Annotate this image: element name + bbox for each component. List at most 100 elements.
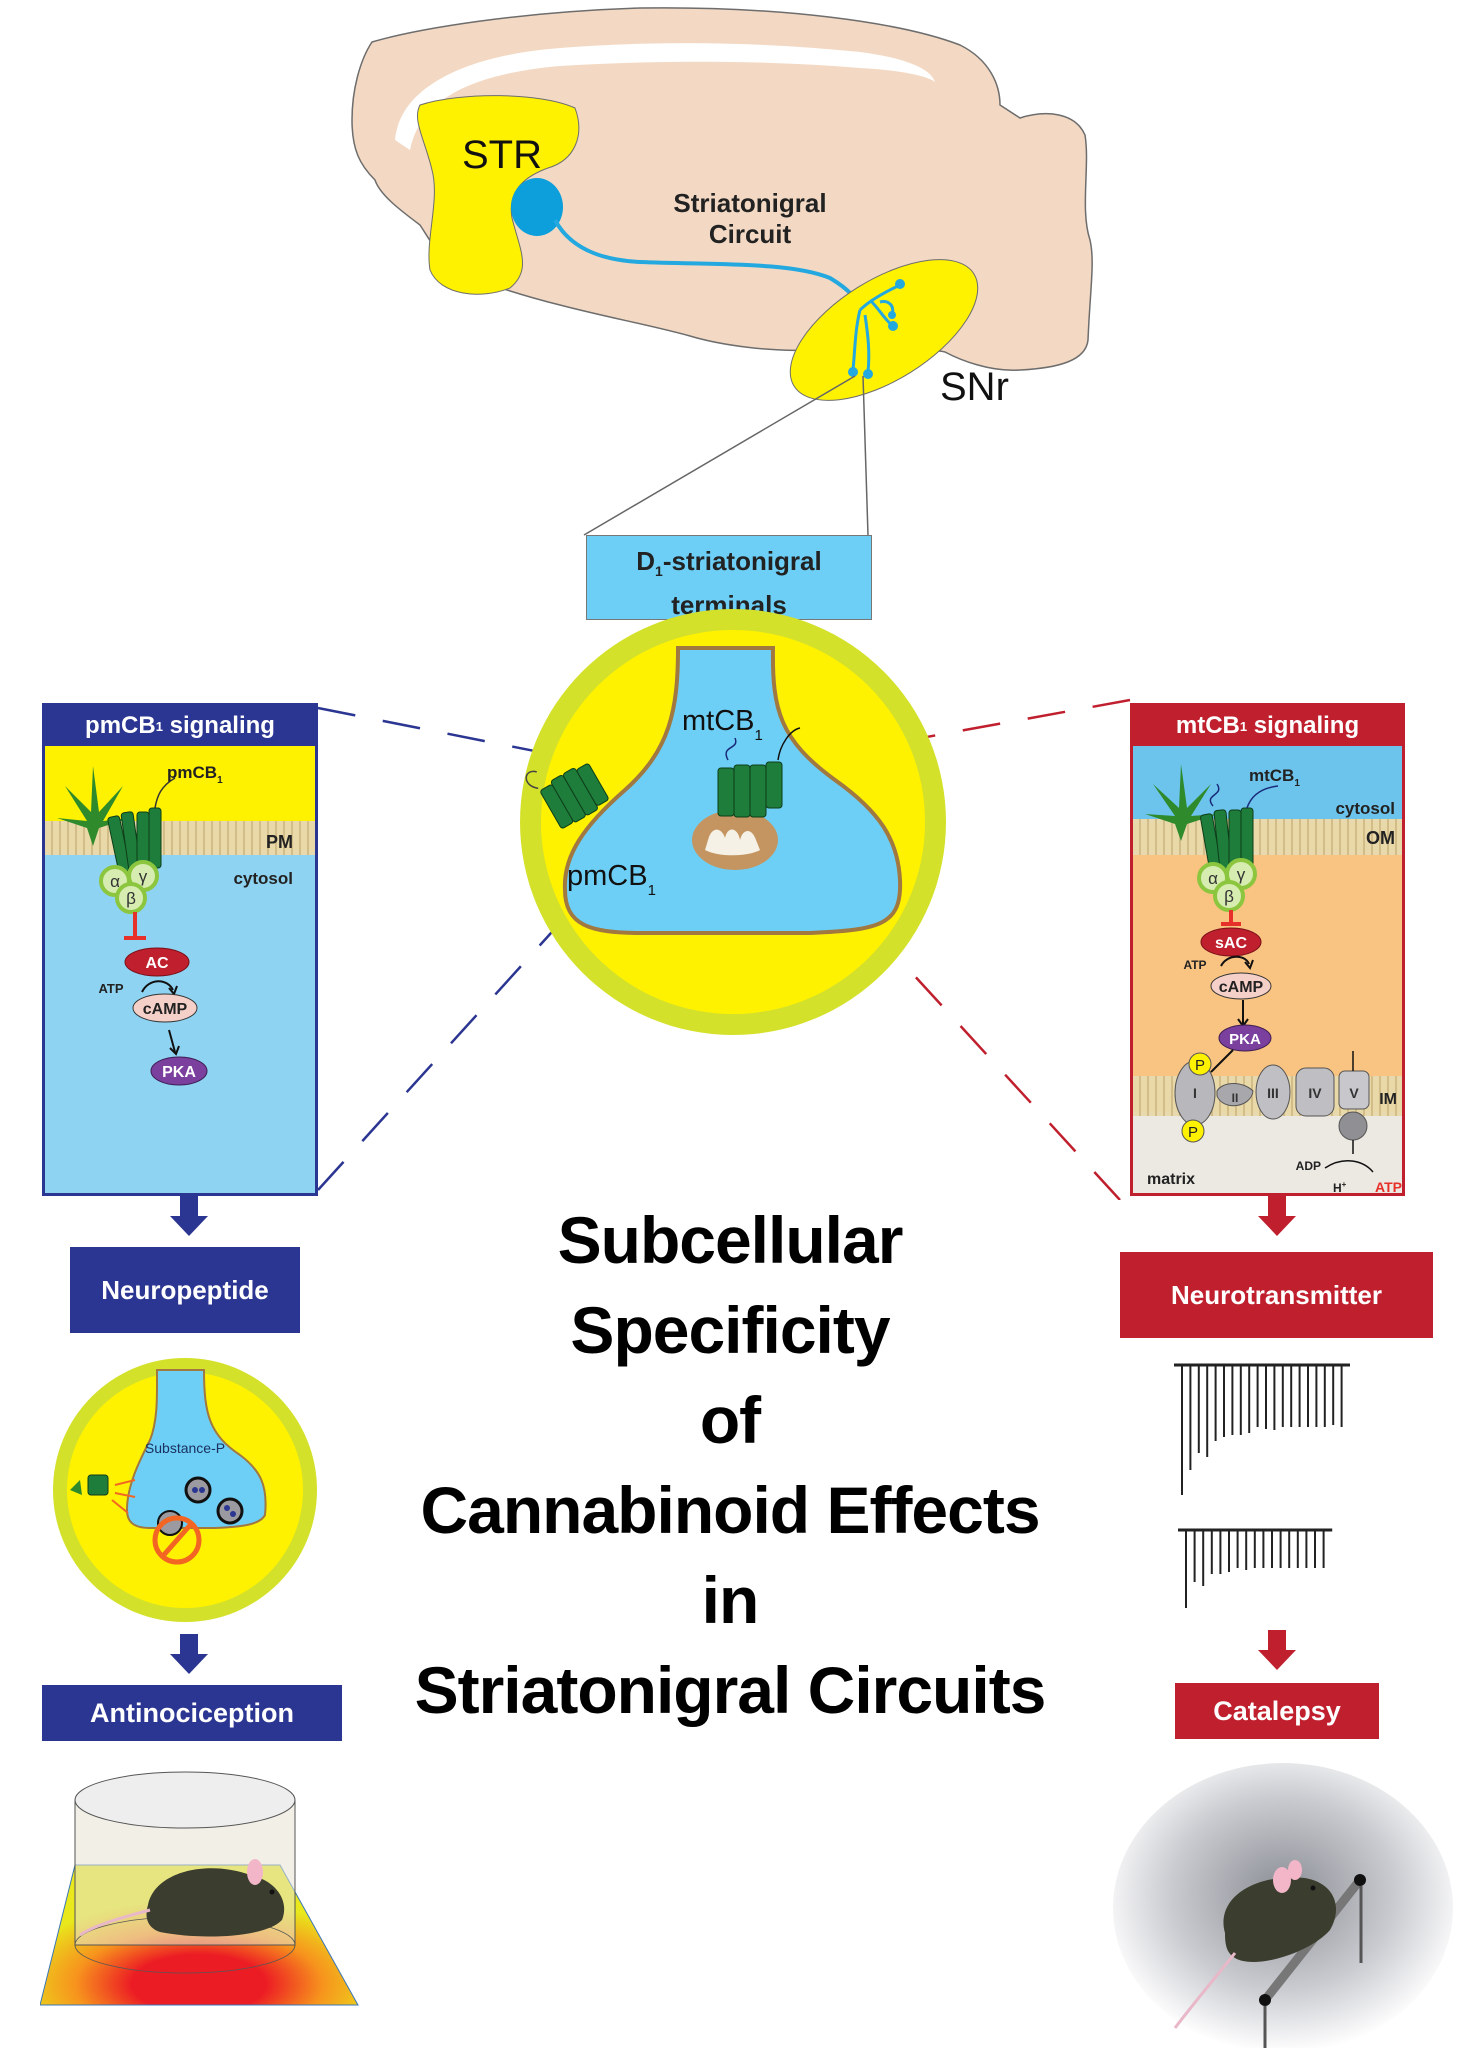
phospho-top (1188, 1052, 1212, 1076)
ac-enzyme (124, 947, 190, 977)
terminal-zoom: mtCB1 pmCB1 (317, 609, 1131, 1200)
atp-output-label: ATP (1375, 1179, 1402, 1195)
complex-v (1338, 1051, 1370, 1154)
striatonigral-axon (553, 219, 862, 311)
conversion-arrow (141, 980, 174, 993)
zoom-line-left (583, 375, 856, 536)
mouse-icon (79, 1859, 285, 1937)
down-arrow-blue-2 (170, 1634, 208, 1674)
phospho-bottom (1181, 1119, 1205, 1143)
title-line-5: in (701, 1563, 760, 1637)
zoom-line-right (862, 375, 869, 536)
title-line-1: Subcellular (557, 1203, 904, 1277)
ac-label: AC (145, 955, 169, 972)
substance-p-terminal: Substance-P (53, 1358, 317, 1622)
cytosol-label: cytosol (233, 869, 293, 888)
phospho-bottom-label: P (1188, 1124, 1198, 1141)
hot-plate-illustration (40, 1771, 359, 2006)
sac-label: sAC (1215, 935, 1247, 952)
axon-terminal-branches (851, 283, 901, 373)
mtcb1-receptor-glyph (1200, 783, 1279, 873)
matrix-label: matrix (1147, 1171, 1195, 1188)
str-label: STR (462, 133, 542, 177)
mouse-icon (1173, 1860, 1337, 2029)
d1-terminals-box: D1-striatonigral terminals (586, 535, 872, 620)
pmcb1-receptor-icon (525, 763, 609, 829)
antinociception-box: Antinociception (42, 1685, 342, 1741)
phospho-top-label: P (1195, 1057, 1205, 1074)
neuropeptide-box: Neuropeptide (70, 1247, 300, 1333)
header-text: pmCB (85, 712, 156, 739)
mtcb1-receptor-icon (717, 727, 801, 818)
pm-label: PM (266, 832, 293, 852)
header-rest: signaling (1247, 712, 1360, 739)
circuit-label-2: Circuit (709, 219, 792, 249)
g-beta: β (126, 889, 136, 908)
down-arrow-blue-1 (170, 1196, 208, 1236)
g-alpha: α (110, 872, 120, 891)
pka-node (150, 1056, 208, 1086)
neuron-soma (511, 178, 563, 236)
title-line-2: Specificity (570, 1293, 890, 1367)
d1-subscript: 1 (655, 563, 663, 580)
conversion-arrow (1220, 955, 1250, 967)
snr-label: SNr (940, 365, 1009, 409)
mtcb1-receptor-label: mtCB1 (1249, 766, 1300, 789)
pmcb1-label: pmCB1 (567, 860, 656, 899)
circuit-label-1: Striatonigral (673, 188, 826, 218)
sac-enzyme (1200, 927, 1262, 957)
g-beta: β (1224, 887, 1234, 906)
title-line-6: Striatonigral Circuits (414, 1653, 1047, 1727)
pka-label: PKA (162, 1064, 196, 1081)
figure-title: Subcellular Specificity of Cannabinoid E… (380, 1195, 1080, 1735)
g-protein-icon (99, 860, 159, 914)
atp-label: ATP (1183, 958, 1206, 972)
down-arrow-red-1 (1258, 1196, 1296, 1236)
header-sub: 1 (1239, 718, 1248, 734)
pmcb1-receptor-glyph (107, 777, 176, 873)
striatonigral-label: -striatonigral (662, 546, 822, 576)
g-alpha: α (1208, 869, 1218, 888)
bar-test-illustration (1113, 1763, 1453, 2048)
neurotransmitter-box: Neurotransmitter (1120, 1252, 1433, 1338)
treated-trace (1178, 1528, 1333, 1608)
inhibition-arrow (1221, 910, 1241, 926)
inhibition-arrow (124, 912, 146, 940)
catalepsy-box: Catalepsy (1175, 1683, 1379, 1739)
complex-i-label: I (1193, 1085, 1197, 1101)
pka-label: PKA (1229, 1031, 1261, 1048)
control-trace (1174, 1363, 1350, 1495)
vesicles (157, 1476, 244, 1536)
camp-label: cAMP (1219, 979, 1264, 996)
adp-label: ADP (1296, 1159, 1321, 1173)
header-text: mtCB (1175, 712, 1240, 739)
g-gamma: γ (139, 867, 148, 886)
terminal-boutons (848, 279, 905, 379)
header-rest: signaling (162, 712, 275, 739)
cannabis-leaf-icon (57, 766, 130, 846)
camp-node (1210, 972, 1272, 1000)
g-protein-icon (1197, 858, 1257, 912)
complex-iv-label: IV (1308, 1085, 1322, 1101)
camp-label: cAMP (143, 1001, 188, 1018)
cannabis-leaf-icon (1145, 764, 1218, 841)
im-label: IM (1379, 1091, 1397, 1108)
substance-p-label: Substance-P (145, 1440, 225, 1456)
complex-ii-label: II (1232, 1091, 1239, 1105)
snr-region (789, 259, 979, 401)
complex-iii-label: III (1267, 1085, 1279, 1101)
str-region (416, 95, 580, 295)
title-line-3: of (699, 1383, 761, 1457)
g-gamma: γ (1237, 865, 1246, 884)
proton-label: H+ (1333, 1180, 1347, 1195)
camp-to-pka-arrow (168, 1029, 176, 1053)
pka-node (1218, 1024, 1272, 1052)
cytosol-label: cytosol (1335, 799, 1395, 818)
pmcb1-receptor-label: pmCB1 (167, 763, 223, 786)
title-line-4: Cannabinoid Effects (420, 1473, 1040, 1547)
header-sub: 1 (155, 718, 163, 734)
no-release-icon (152, 1515, 202, 1565)
